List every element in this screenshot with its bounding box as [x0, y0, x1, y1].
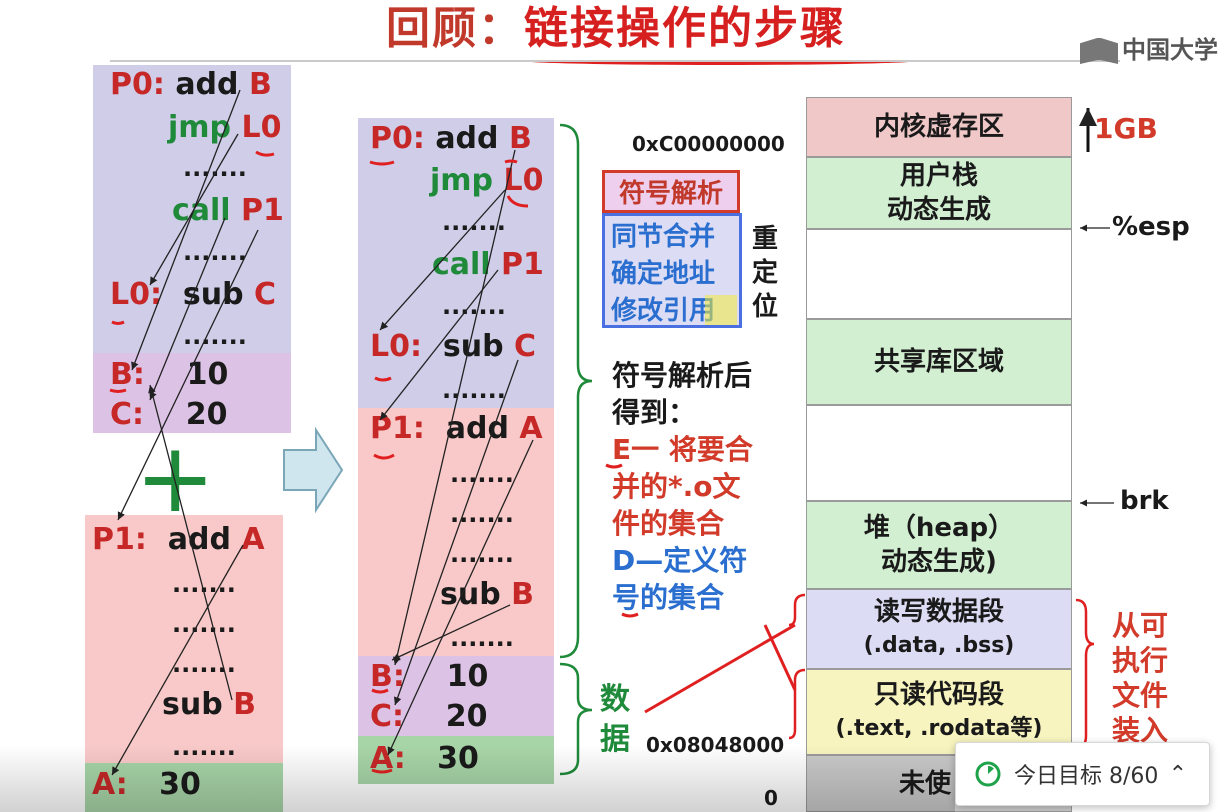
mid-dots-6: .......: [450, 540, 514, 568]
mid-dots-4: .......: [450, 460, 514, 488]
mid-line-c: C: 20: [370, 699, 488, 734]
relocation-steps-box: 同节合并 确定地址 修改引用: [602, 213, 742, 328]
esp-label: %esp: [1112, 212, 1190, 242]
left-code-section-p0: [93, 65, 291, 353]
title-main: 链接操作的步骤: [524, 3, 846, 54]
address-text-start: 0x08048000: [646, 733, 785, 757]
left-line-p0: P0: add B: [110, 67, 272, 102]
mid-dots-3: .......: [442, 376, 506, 404]
note-d-line-1: D—定义符: [612, 544, 748, 577]
mid-line-a: A: 30: [370, 741, 479, 776]
left-dots-5: .......: [172, 610, 236, 638]
mid-line-b: B: 10: [370, 659, 489, 694]
load-from-executable-label: 从可执行文件装入: [1112, 609, 1169, 747]
mid-line-sub: sub B: [440, 577, 535, 612]
left-line-a: A: 30: [92, 767, 201, 802]
slide-title: 回顾：链接操作的步骤: [0, 0, 1232, 62]
mem-ro-code: 只读代码段(.text, .rodata等): [806, 669, 1072, 755]
progress-ring-icon: [975, 761, 1001, 787]
mem-kernel-area: 内核虚存区: [806, 97, 1072, 157]
note-e-line-1: E一 将要合: [612, 433, 753, 466]
step-modify-refs: 修改引用: [611, 296, 716, 326]
logo-text: 中国大学: [1122, 36, 1218, 64]
note-e-line-2: 并的*.o文: [612, 470, 741, 503]
left-line-call: call P1: [172, 193, 284, 228]
left-dots-1: .......: [183, 154, 247, 182]
address-kernel-start: 0xC00000000: [632, 132, 785, 156]
relocation-label: 重定位: [752, 224, 779, 322]
note-after-resolution: 符号解析后: [612, 359, 753, 392]
highlight-mark: [705, 295, 737, 325]
address-zero: 0: [764, 786, 778, 810]
mem-gap-2: [806, 405, 1072, 501]
note-obtained: 得到：: [612, 396, 697, 429]
brk-label: brk: [1120, 486, 1169, 516]
title-divider: [110, 60, 1120, 62]
mid-code-section-p0: [358, 118, 554, 408]
left-dots-3: .......: [183, 322, 247, 350]
mem-rw-data: 读写数据段(.data, .bss): [806, 589, 1072, 669]
left-line-c: C: 20: [110, 397, 228, 432]
left-code-section-p1: [85, 515, 283, 763]
title-prefix: 回顾：: [386, 3, 524, 54]
mem-user-stack: 用户栈动态生成: [806, 157, 1072, 229]
note-e-line-3: 件的集合: [612, 507, 725, 540]
mid-line-call: call P1: [432, 247, 544, 282]
daily-goal-widget[interactable]: 今日目标 8/60 ⌃: [955, 742, 1210, 806]
mid-dots-2: .......: [442, 292, 506, 320]
mid-data-section-a: [358, 736, 554, 784]
step-determine-address: 确定地址: [611, 259, 716, 289]
note-block: 符号解析后 得到： E一 将要合 并的*.o文 件的集合 D—定义符 号的集合: [612, 357, 753, 616]
note-d-line-2: 号的集合: [612, 581, 725, 614]
step-symbol-resolution: 符号解析: [602, 170, 740, 213]
daily-goal-label: 今日目标 8/60: [1014, 764, 1159, 789]
left-line-sub: sub B: [162, 687, 257, 722]
mid-dots-7: .......: [450, 624, 514, 652]
step-merge-sections: 同节合并: [611, 222, 716, 252]
size-1gb-label: 1GB: [1094, 112, 1158, 145]
chevron-up-icon[interactable]: ⌃: [1168, 761, 1187, 787]
mid-line-l0: L0: sub C: [370, 329, 537, 364]
left-line-p1: P1: add A: [92, 522, 265, 557]
plus-sign: +: [135, 422, 216, 534]
left-line-jmp: jmp L0: [168, 110, 282, 145]
mid-line-p1: P1: add A: [370, 411, 543, 446]
step-symbol-resolution-label: 符号解析: [618, 179, 723, 209]
mid-line-p0: P0: add B: [370, 121, 532, 156]
data-label: 数据: [600, 682, 630, 757]
mem-heap: 堆（heap）动态生成): [806, 501, 1072, 589]
university-logo: 中国大学: [1080, 30, 1218, 65]
mem-gap-1: [806, 229, 1072, 319]
left-dots-7: .......: [172, 733, 236, 761]
mid-line-jmp: jmp L0: [430, 163, 544, 198]
transform-arrow-icon: [283, 426, 344, 514]
book-icon: [1080, 38, 1118, 64]
mem-shared-lib: 共享库区域: [806, 319, 1072, 405]
title-underline: [520, 56, 920, 65]
mid-dots-1: .......: [442, 208, 506, 236]
mid-data-section-bc: [358, 656, 554, 736]
